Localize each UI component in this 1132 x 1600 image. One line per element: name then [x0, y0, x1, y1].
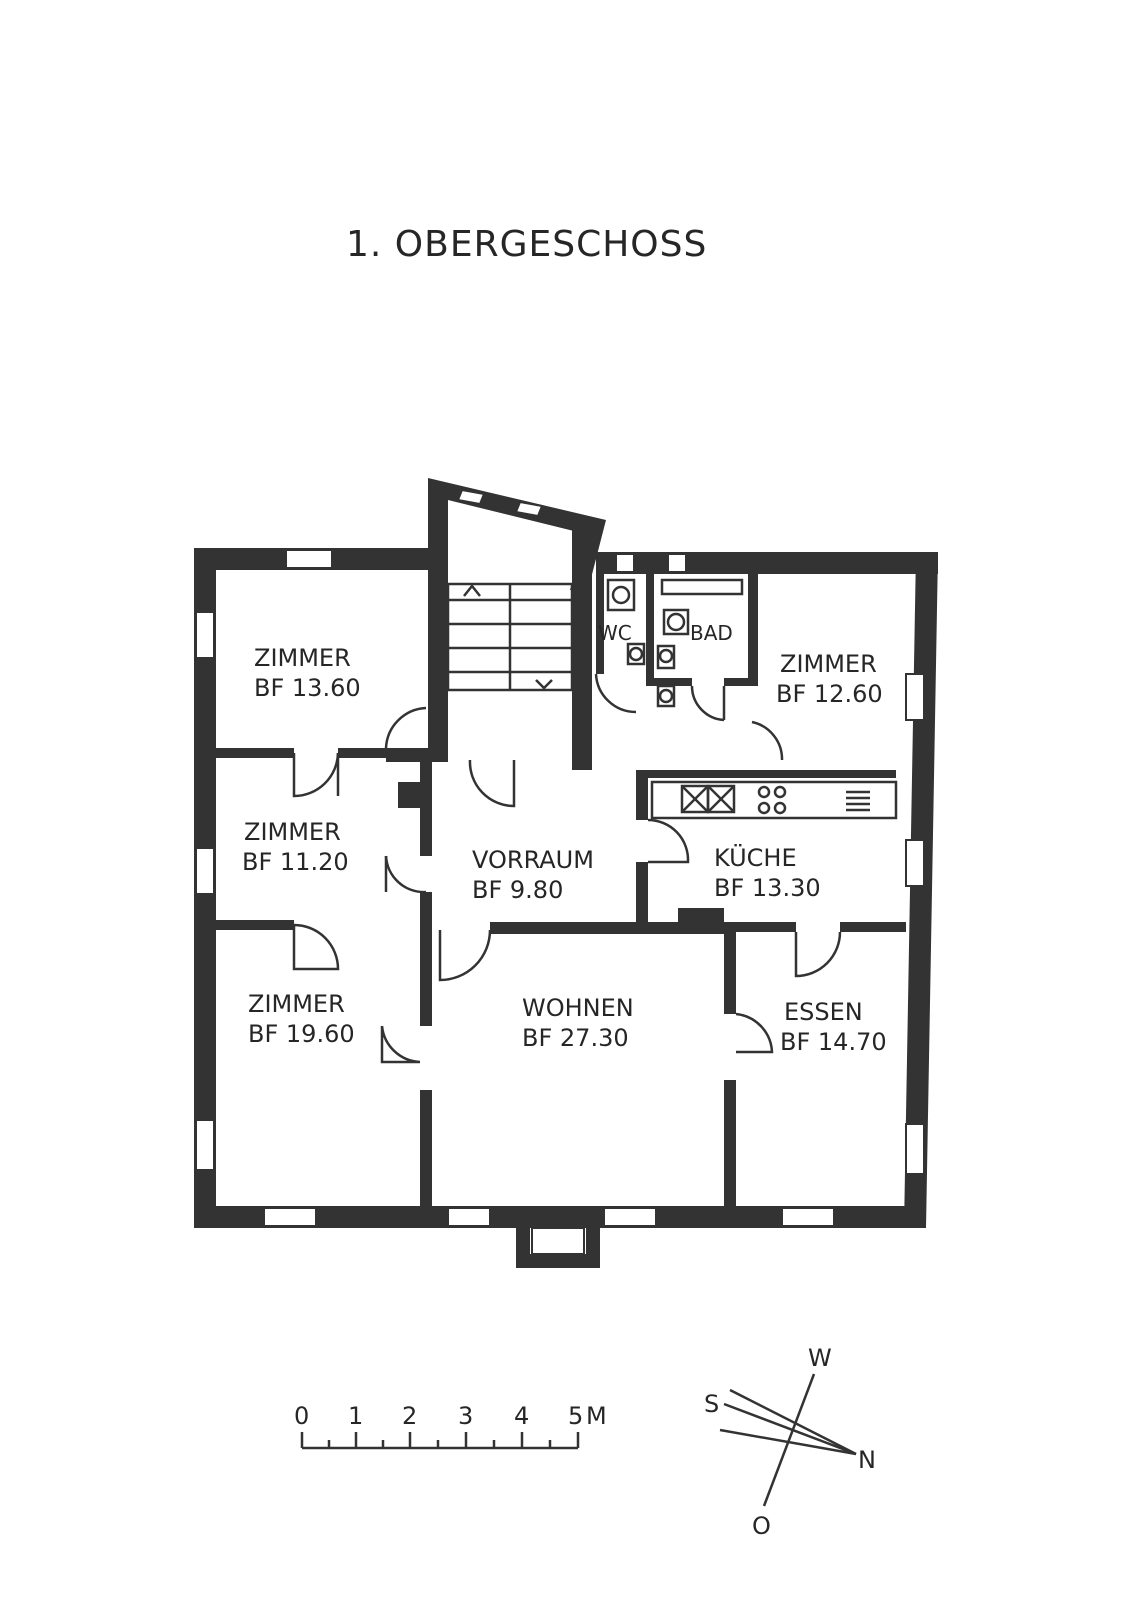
scale-tick-1: 1 — [348, 1402, 363, 1430]
scale-tick-3: 3 — [458, 1402, 473, 1430]
scale-tick-0: 0 — [294, 1402, 309, 1430]
room-name-kueche: KÜCHE — [714, 843, 797, 872]
room-area-zimmer-w: BF 11.20 — [242, 848, 349, 876]
room-area-essen: BF 14.70 — [780, 1028, 887, 1056]
room-area-zimmer-ne: BF 12.60 — [776, 680, 883, 708]
exterior-walls — [194, 478, 938, 1268]
room-name-vorraum: VORRAUM — [472, 846, 594, 874]
room-name-zimmer-ne: ZIMMER — [780, 650, 877, 678]
scale-tick-4: 4 — [514, 1402, 529, 1430]
room-name-zimmer-sw: ZIMMER — [248, 990, 345, 1018]
room-name-essen: ESSEN — [784, 998, 863, 1026]
room-area-zimmer-sw: BF 19.60 — [248, 1020, 355, 1048]
room-area-zimmer-nw: BF 13.60 — [254, 674, 361, 702]
windows — [195, 488, 925, 1255]
scale-tick-5: 5 — [568, 1402, 583, 1430]
room-area-vorraum: BF 9.80 — [472, 876, 563, 904]
compass-north: N — [858, 1446, 876, 1474]
compass-rose: W S N O — [704, 1344, 876, 1540]
doors — [292, 673, 842, 1064]
plan-title: 1. OBERGESCHOSS — [346, 224, 707, 265]
scale-tick-2: 2 — [402, 1402, 417, 1430]
room-area-wohnen: BF 27.30 — [522, 1024, 629, 1052]
staircase — [446, 582, 574, 692]
interior-walls — [216, 574, 906, 1208]
compass-east: O — [752, 1512, 771, 1540]
kitchen-counter — [650, 780, 898, 820]
compass-west: W — [808, 1344, 832, 1372]
room-name-zimmer-w: ZIMMER — [244, 818, 341, 846]
room-name-wohnen: WOHNEN — [522, 994, 634, 1022]
room-name-wc: WC — [598, 621, 632, 645]
room-area-kueche: BF 13.30 — [714, 874, 821, 902]
room-name-bad: BAD — [690, 621, 733, 645]
room-name-zimmer-nw: ZIMMER — [254, 644, 351, 672]
sanitary-fixtures — [606, 578, 744, 708]
compass-south: S — [704, 1390, 719, 1418]
scale-bar: 0 1 2 3 4 5 M — [294, 1402, 607, 1450]
scale-unit: M — [586, 1402, 607, 1430]
